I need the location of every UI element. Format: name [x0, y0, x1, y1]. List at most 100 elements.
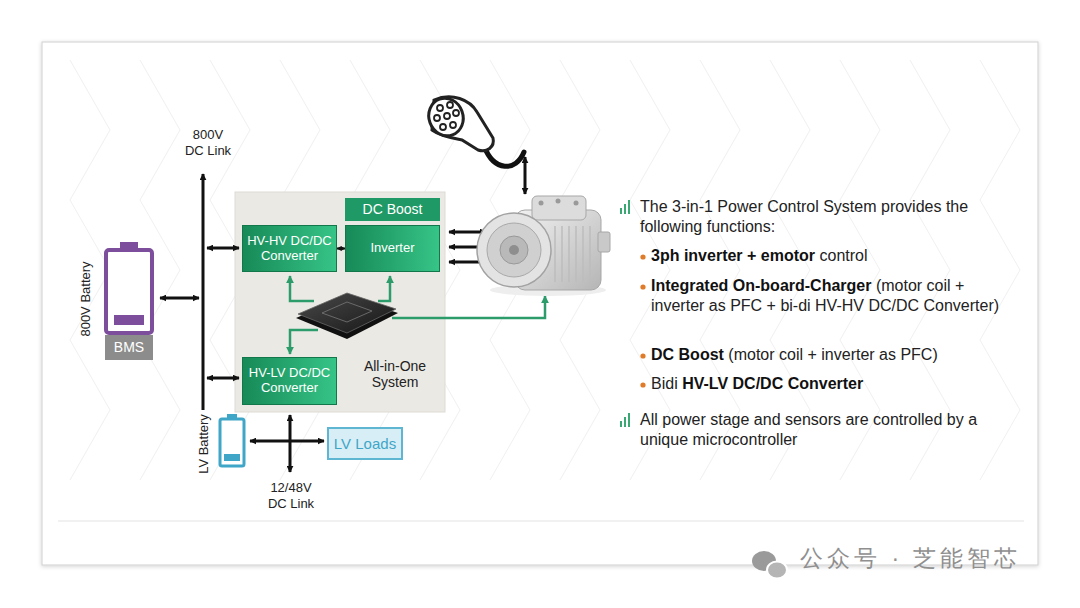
- bullet-icon: [628, 200, 630, 214]
- bullet-text: Integrated On-board-Charger: [651, 277, 871, 294]
- system-box-ground: [235, 192, 445, 412]
- charging-plug: [444, 113, 450, 119]
- bullet-dot: [640, 382, 645, 387]
- node-text: DC Boost: [363, 201, 423, 217]
- bus-label: 12/48V DC Link: [268, 480, 314, 511]
- charging-plug: [424, 93, 524, 166]
- charging-plug: [437, 105, 443, 111]
- node-text: Inverter: [370, 241, 414, 256]
- emotor-illustration: [487, 223, 541, 277]
- bullet-icon: [620, 200, 630, 427]
- lv-battery-icon: [220, 414, 244, 466]
- emotor-illustration: [477, 196, 610, 296]
- charging-plug: [434, 115, 440, 121]
- bullet-text: HV-LV DC/DC Converter: [682, 375, 863, 392]
- bullet-text: All power stage and sensors are controll…: [640, 411, 977, 448]
- bullet-text: The 3-in-1 Power Control System provides…: [640, 198, 968, 235]
- system-box-ground: [235, 192, 445, 412]
- emotor-illustration: [556, 199, 561, 204]
- emotor-illustration: [509, 245, 519, 255]
- label-block: Integrated On-board-Charger(motor coil +…: [651, 276, 1009, 316]
- label-block: 800V DC Link: [183, 127, 233, 158]
- charging-plug: [424, 93, 469, 140]
- control-wire: [392, 296, 545, 318]
- emotor-illustration: [477, 213, 551, 287]
- battery-icon: [106, 250, 152, 333]
- microcontroller-chip: [298, 293, 396, 333]
- inverter-box: Inverter: [345, 225, 440, 272]
- emotor-illustration: [589, 226, 591, 282]
- bullet-icon: [620, 208, 622, 214]
- charging-plug: [453, 110, 459, 116]
- microcontroller-chip: [322, 302, 372, 322]
- label-block: DC Boost(motor coil + inverter as PFC): [651, 345, 1011, 365]
- bullet-text: DC Boost: [651, 346, 724, 363]
- node-text: LV Loads: [334, 435, 396, 452]
- emotor-illustration: [532, 196, 586, 220]
- emotor-illustration: [575, 226, 577, 282]
- emotor-illustration: [561, 226, 563, 282]
- label-block: BidiHV-LV DC/DC Converter: [651, 374, 1011, 394]
- charging-plug: [450, 122, 456, 128]
- bus-label: 800V Battery: [78, 261, 93, 336]
- dc-link-bus: [202, 174, 205, 410]
- emotor-illustration: [500, 236, 528, 264]
- background-texture: [70, 60, 1020, 480]
- converter-box: HV-HV DC/DC Converter: [242, 225, 337, 272]
- lv-battery-icon: [220, 419, 244, 466]
- emotor-illustration: [598, 232, 610, 252]
- emotor-illustration: [568, 226, 570, 282]
- bullet-dot: [640, 353, 645, 358]
- label-block: 800V Battery: [78, 261, 94, 336]
- label-block: The 3-in-1 Power Control System provides…: [640, 197, 1012, 237]
- emotor-illustration: [582, 226, 584, 282]
- load-box: LV Loads: [327, 427, 403, 460]
- bms-box: BMS: [105, 335, 153, 360]
- lv-dc-link: [289, 415, 292, 472]
- node-text: HV-HV DC/DC Converter: [245, 234, 334, 264]
- bullet-text: Bidi: [651, 375, 678, 392]
- bullet-icon: [628, 413, 630, 427]
- charging-plug: [447, 102, 453, 108]
- connector-arrow: [337, 248, 345, 250]
- control-wire: [290, 330, 318, 354]
- label-block: 3ph inverter + emotorcontrol: [651, 246, 1011, 266]
- converter-box: HV-LV DC/DC Converter: [242, 357, 337, 405]
- bullet-icon: [620, 421, 622, 427]
- microcontroller-chip: [296, 293, 398, 339]
- battery-icon: [106, 242, 152, 333]
- slide-card: [42, 42, 1038, 565]
- bus-label: 800V DC Link: [185, 127, 231, 158]
- emotor-illustration: [539, 201, 544, 206]
- dc-link-bus: [207, 377, 239, 380]
- label-block: 公众号 · 芝能智芯: [800, 548, 1021, 568]
- control-wire: [378, 276, 390, 301]
- watermark: 公众号 · 芝能智芯: [800, 545, 1021, 571]
- label-block: LV Battery: [196, 414, 212, 474]
- bullet-icon: [624, 417, 626, 427]
- dc-link-bus: [160, 174, 239, 410]
- phase-arrows: [524, 157, 527, 194]
- background-texture: [980, 60, 1020, 480]
- dc-link-bus: [160, 297, 199, 300]
- battery-icon: [114, 315, 144, 325]
- node-text: All-in-One System: [349, 358, 441, 390]
- lv-dc-link: [250, 415, 324, 472]
- dc-link-bus: [207, 247, 239, 250]
- bullet-text: (motor coil + inverter as PFC): [728, 346, 937, 363]
- charging-plug: [440, 124, 446, 130]
- watermark-icon: [767, 562, 787, 579]
- control-wire: [290, 276, 314, 301]
- bullet-dot: [640, 254, 645, 259]
- bullet-dot: [640, 284, 645, 289]
- emotor-illustration: [555, 226, 590, 282]
- node-text: HV-LV DC/DC Converter: [245, 366, 334, 396]
- bus-label: LV Battery: [196, 414, 211, 474]
- label-block: All power stage and sensors are controll…: [640, 410, 1012, 450]
- slide-band: [58, 520, 1024, 522]
- label-block: 12/48V DC Link: [263, 480, 319, 511]
- bullet-dot: [640, 254, 645, 387]
- emotor-illustration: [574, 201, 579, 206]
- lv-dc-link: [250, 440, 324, 443]
- emotor-illustration: [554, 226, 556, 282]
